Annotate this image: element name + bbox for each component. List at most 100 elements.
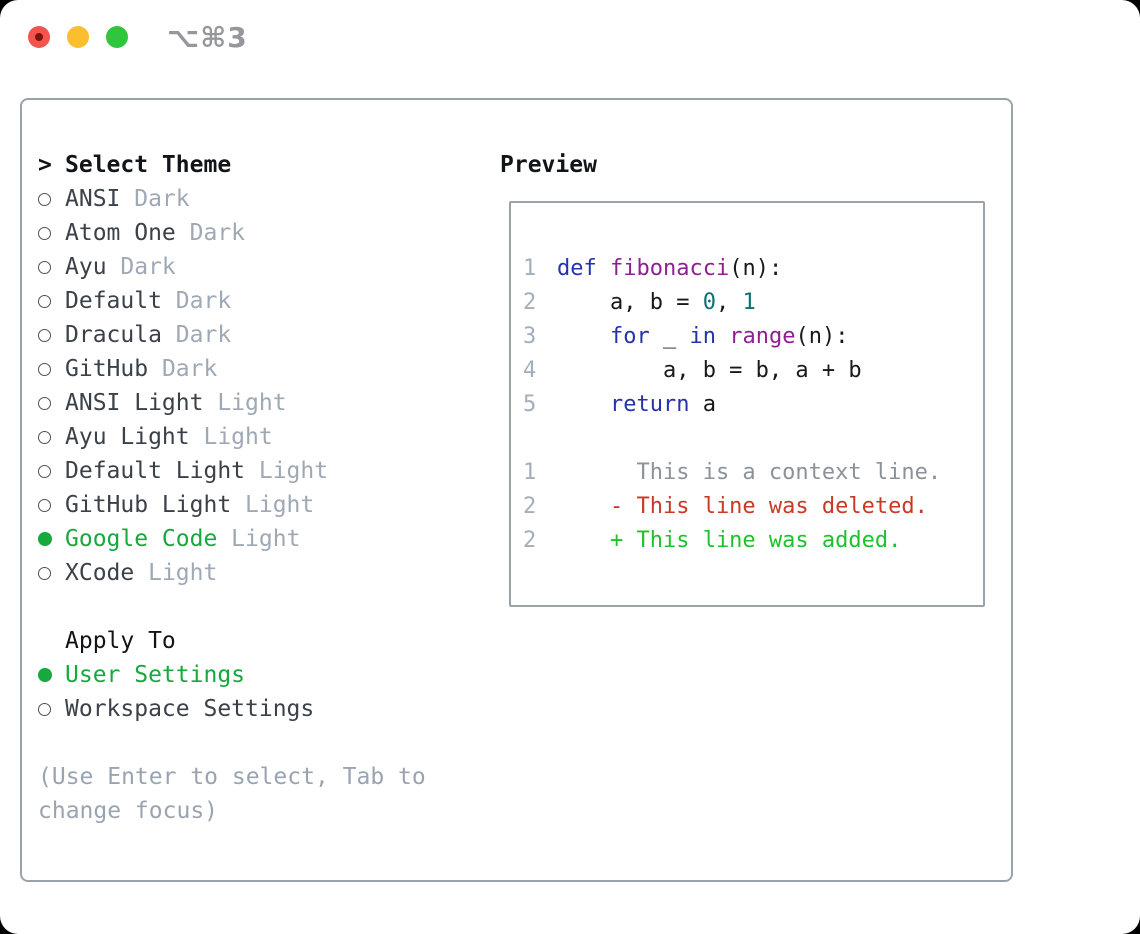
theme-name: GitHub Light [65, 492, 232, 518]
theme-variant: Dark [106, 254, 176, 280]
token-function: range [729, 323, 796, 349]
radio-unselected-icon [38, 294, 65, 308]
preview-code-line: 2 - This line was deleted. [523, 489, 983, 523]
apply-to-header: Apply To [38, 624, 498, 658]
theme-name: Atom One [65, 220, 176, 246]
theme-option-dracula[interactable]: Dracula Dark [38, 318, 498, 352]
theme-variant: Light [203, 390, 287, 416]
preview-code-line: 2 a, b = 0, 1 [523, 285, 983, 319]
theme-variant: Light [231, 492, 315, 518]
theme-list-title: Select Theme [65, 152, 232, 178]
theme-option-google-code[interactable]: Google Code Light [38, 522, 498, 556]
code-text: a, b = b, a + b [557, 358, 862, 383]
code-text: + This line was added. [557, 528, 901, 553]
apply-option-user-settings[interactable]: User Settings [38, 658, 498, 692]
token-plain [597, 256, 610, 281]
token-plain [557, 392, 610, 417]
theme-name: XCode [65, 560, 135, 586]
select-theme-header: > Select Theme [38, 148, 498, 182]
line-number: 2 [523, 289, 537, 315]
theme-variant: Dark [120, 186, 190, 212]
token-plain: (n): [795, 323, 849, 349]
theme-option-ansi[interactable]: ANSI Dark [38, 182, 498, 216]
radio-unselected-icon [38, 498, 65, 512]
preview-code-line: 2 + This line was added. [523, 523, 983, 557]
code-text: return a [557, 392, 716, 417]
theme-option-github-light[interactable]: GitHub Light Light [38, 488, 498, 522]
radio-unselected-icon [38, 464, 65, 478]
token-plain: (n): [729, 255, 783, 281]
theme-option-atom-one[interactable]: Atom One Dark [38, 216, 498, 250]
apply-option-workspace-settings[interactable]: Workspace Settings [38, 692, 498, 726]
theme-option-ansi-light[interactable]: ANSI Light Light [38, 386, 498, 420]
line-number: 2 [523, 527, 537, 553]
token-plain: a [689, 391, 716, 417]
token-context: This is a context line. [557, 459, 942, 485]
radio-unselected-icon [38, 566, 65, 580]
radio-unselected-icon [38, 328, 65, 342]
preview-code-line: 4 a, b = b, a + b [523, 353, 983, 387]
preview-code-line: 1 This is a context line. [523, 455, 983, 489]
window-shortcut-label: ⌥⌘3 [167, 21, 248, 54]
token-function: fibonacci [610, 255, 730, 281]
radio-unselected-icon [38, 702, 65, 716]
radio-unselected-icon [38, 260, 65, 274]
titlebar: ⌥⌘3 [0, 0, 1140, 74]
radio-unselected-icon [38, 362, 65, 376]
preview-title: Preview [500, 152, 597, 178]
radio-unselected-icon [38, 192, 65, 206]
theme-name: Default Light [65, 458, 246, 484]
minimize-button[interactable] [67, 26, 89, 48]
preview-code-line: 5 return a [523, 387, 983, 421]
token-plain [716, 324, 729, 349]
maximize-button[interactable] [106, 26, 128, 48]
hint-text: (Use Enter to select, Tab to change focu… [38, 764, 426, 824]
code-text: def fibonacci(n): [557, 256, 782, 281]
theme-variant: Dark [148, 356, 218, 382]
preview-code-line: 3 for _ in range(n): [523, 319, 983, 353]
token-deleted: - This line was deleted. [557, 493, 928, 519]
theme-option-github[interactable]: GitHub Dark [38, 352, 498, 386]
theme-option-ayu-light[interactable]: Ayu Light Light [38, 420, 498, 454]
token-number: 0 [702, 289, 716, 315]
theme-option-default-light[interactable]: Default Light Light [38, 454, 498, 488]
radio-selected-icon [38, 532, 65, 546]
token-plain: a, b = b, a + b [557, 357, 862, 383]
theme-variant: Dark [161, 322, 232, 348]
token-plain: , [715, 289, 743, 315]
line-number: 2 [523, 493, 537, 519]
theme-option-xcode[interactable]: XCode Light [38, 556, 498, 590]
line-number: 4 [523, 357, 537, 383]
theme-variant: Light [217, 526, 301, 552]
theme-name: ANSI [65, 186, 121, 212]
code-text: a, b = 0, 1 [557, 290, 756, 315]
token-number: 1 [742, 289, 756, 315]
token-keyword: for [609, 323, 650, 349]
theme-name: Ayu Light [65, 424, 190, 450]
line-number: 5 [523, 391, 537, 417]
section-gap [38, 726, 498, 760]
theme-variant: Light [189, 424, 273, 450]
theme-option-ayu[interactable]: Ayu Dark [38, 250, 498, 284]
line-number: 3 [523, 323, 537, 349]
theme-option-default[interactable]: Default Dark [38, 284, 498, 318]
line-number: 1 [523, 459, 537, 485]
radio-unselected-icon [38, 430, 65, 444]
close-button[interactable] [28, 26, 50, 48]
token-plain: _ [649, 323, 690, 349]
theme-name: Ayu [65, 254, 107, 280]
apply-option-label: User Settings [65, 662, 246, 688]
theme-name: GitHub [65, 356, 149, 382]
radio-unselected-icon [38, 396, 65, 410]
theme-name: Google Code [65, 526, 218, 552]
theme-variant: Light [245, 458, 329, 484]
token-plain: a, b = [557, 289, 703, 315]
theme-variant: Dark [161, 288, 232, 314]
